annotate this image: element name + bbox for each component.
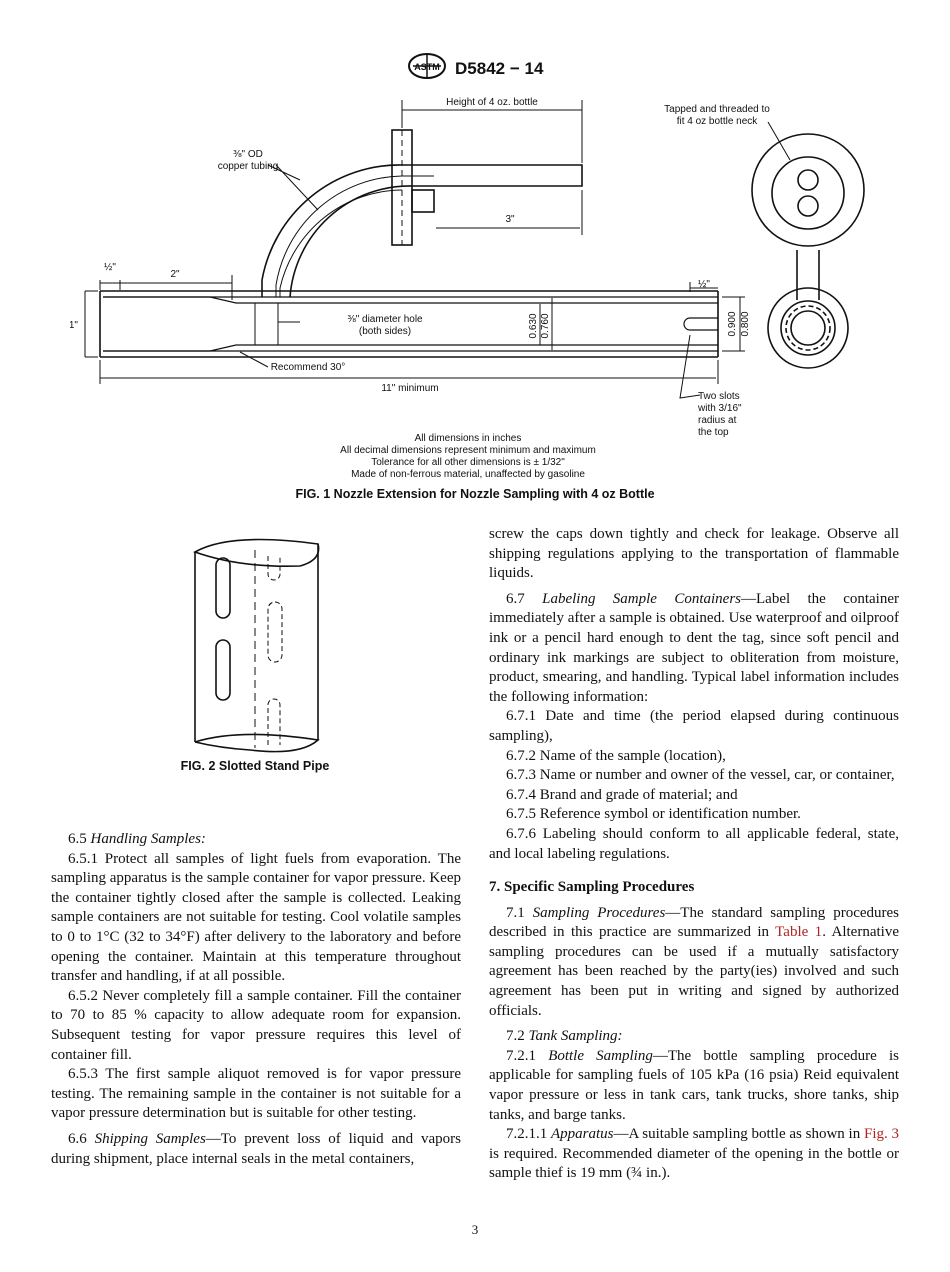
paragraph-6-5: 6.5 Handling Samples:	[68, 831, 206, 847]
fig1-note: All dimensions in inches	[415, 433, 522, 444]
paragraph-6-5-2: 6.5.2 Never completely fill a sample con…	[51, 987, 461, 1063]
paragraph-continued: screw the caps down tightly and check fo…	[489, 526, 899, 582]
label-hole: ⅜" diameter hole	[347, 314, 423, 325]
left-column: 6.5 Handling Samples: 6.5.1 Protect all …	[51, 830, 461, 1169]
label-half-right: ½"	[698, 279, 710, 290]
figure-2-drawing	[193, 538, 320, 753]
label-eleven: 11" minimum	[381, 383, 438, 394]
list-item-6-7-1: 6.7.1 Date and time (the period elapsed …	[489, 708, 899, 744]
right-column: screw the caps down tightly and check fo…	[489, 525, 899, 1184]
paragraph-6-7: 6.7 Labeling Sample Containers—Label the…	[489, 590, 899, 705]
label-d760: 0.760	[540, 313, 551, 338]
paragraph-7-2-1: 7.2.1 Bottle Sampling—The bottle samplin…	[489, 1047, 900, 1123]
label-copper: copper tubing	[218, 161, 279, 172]
list-item-6-7-6: 6.7.6 Labeling should conform to all app…	[489, 825, 899, 862]
section-7-heading: 7. Specific Sampling Procedures	[489, 879, 695, 896]
table-1-link[interactable]: Table 1	[775, 924, 823, 941]
page-number: 3	[471, 1222, 479, 1237]
standard-designation: D5842 − 14	[455, 58, 544, 78]
paragraph-7-1: 7.1 Sampling Procedures—The standard sam…	[489, 904, 899, 1019]
list-item-6-7-4: 6.7.4 Brand and grade of material; and	[506, 786, 738, 803]
paragraph-6-5-3: 6.5.3 The first sample aliquot removed i…	[51, 1066, 461, 1122]
label-one-in: 1"	[70, 320, 78, 331]
label-three-in: 3"	[505, 214, 515, 225]
label-tapped-2: fit 4 oz bottle neck	[677, 116, 759, 127]
paragraph-6-5-1: 6.5.1 Protect all samples of light fuels…	[51, 850, 461, 985]
label-slots-4: the top	[698, 427, 729, 438]
figure-2-caption: FIG. 2 Slotted Stand Pipe	[180, 759, 330, 773]
fig1-note: All decimal dimensions represent minimum…	[340, 445, 596, 456]
label-od: ⅜" OD	[233, 149, 263, 160]
label-slots-1: Two slots	[698, 391, 740, 402]
label-d800: 0.800	[740, 311, 751, 336]
label-half-left: ½"	[104, 262, 116, 273]
label-d630: 0.630	[528, 313, 539, 338]
fig-3-link[interactable]: Fig. 3	[863, 1126, 900, 1143]
label-slots-2: with 3/16"	[697, 403, 742, 414]
label-tapped: Tapped and threaded to	[664, 104, 770, 115]
page-header: ASTM D5842 − 14	[0, 52, 950, 85]
figure-1-drawing: Height of 4 oz. bottle Tapped and thread…	[70, 97, 865, 480]
label-hole-2: (both sides)	[359, 326, 411, 337]
list-item-6-7-3: 6.7.3 Name or number and owner of the ve…	[506, 767, 895, 784]
list-item-6-7-5: 6.7.5 Reference symbol or identification…	[506, 806, 801, 823]
list-item-6-7-2: 6.7.2 Name of the sample (location),	[506, 747, 726, 764]
paragraph-7-2-1-1: 7.2.1.1 Apparatus—A suitable sampling bo…	[489, 1126, 900, 1182]
fig1-note: Made of non-ferrous material, unaffected…	[351, 469, 585, 480]
astm-logo-icon: ASTM	[407, 52, 447, 85]
figure-1-caption: FIG. 1 Nozzle Extension for Nozzle Sampl…	[295, 487, 655, 501]
paragraph-7-2: 7.2 Tank Sampling:	[506, 1028, 623, 1045]
fig1-note: Tolerance for all other dimensions is ± …	[371, 457, 565, 468]
label-two-in: 2"	[170, 269, 180, 280]
label-recommend: Recommend 30°	[271, 362, 346, 373]
svg-text:ASTM: ASTM	[414, 62, 440, 72]
label-slots-3: radius at	[698, 415, 737, 426]
label-height-bottle: Height of 4 oz. bottle	[446, 97, 538, 108]
paragraph-6-6: 6.6 Shipping Samples—To prevent loss of …	[51, 1130, 461, 1167]
label-d900: 0.900	[727, 311, 738, 336]
